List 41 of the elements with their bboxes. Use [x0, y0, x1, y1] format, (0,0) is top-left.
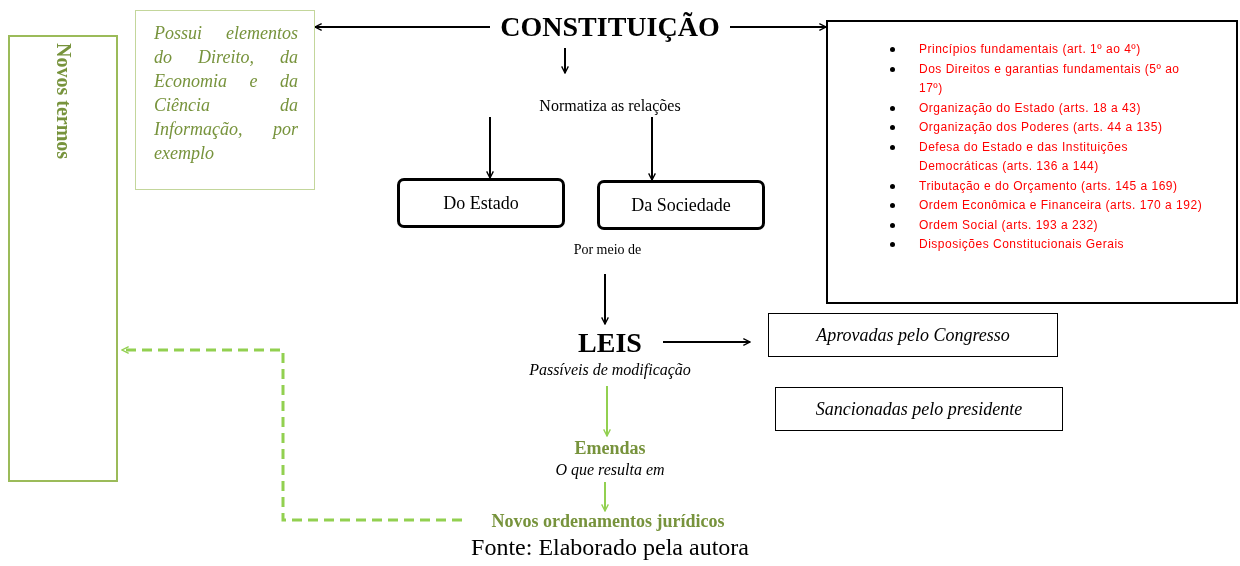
- title-text: CONSTITUIÇÃO: [500, 11, 720, 43]
- list-item: Tributação e do Orçamento (arts. 145 a 169): [919, 177, 1179, 195]
- list-item: Defesa do Estado e das Instituições Democráticas (arts. 136 a 144): [919, 138, 1129, 175]
- list-box: [826, 20, 1238, 304]
- side-box: [8, 35, 118, 482]
- caption: Fonte: Elaborado pela autora: [470, 533, 750, 562]
- dashed-arrow: [121, 346, 462, 522]
- box-label: Aprovadas pelo Congresso: [816, 324, 1010, 346]
- arrow: [314, 23, 491, 31]
- box-label: Sancionadas pelo presidente: [815, 398, 1023, 420]
- box-label: Da Sociedade: [631, 194, 731, 216]
- text-label: Novos ordenamentos jurídicos: [491, 510, 725, 532]
- arrow: [486, 116, 494, 179]
- heading-text: Emendas: [574, 437, 646, 459]
- subtitle-text: O que resulta em: [555, 460, 665, 481]
- arrow: [601, 481, 609, 512]
- list-item: Disposições Constitucionais Gerais: [919, 236, 1126, 253]
- rounded-box: [397, 178, 565, 228]
- arrow: [603, 385, 611, 437]
- text-label: Por meio de: [573, 242, 642, 258]
- arrow: [662, 338, 751, 346]
- list-item: Princípios fundamentais (art. 1º ao 4º): [919, 41, 1142, 58]
- box-label: Do Estado: [443, 192, 519, 214]
- list-item: Ordem Econômica e Financeira (arts. 170 a 192): [919, 197, 1204, 214]
- subtitle-text: Passíveis de modificação: [529, 360, 691, 381]
- vertical-label: Novos termos: [51, 43, 75, 160]
- text-box: [768, 313, 1058, 357]
- arrow: [729, 23, 827, 31]
- text-box: [775, 387, 1063, 431]
- list-item: Dos Direitos e garantias fundamentais (5º ao 17º): [919, 60, 1181, 97]
- heading-text: LEIS: [578, 327, 642, 359]
- arrow: [561, 47, 569, 74]
- list-item: Organização dos Poderes (arts. 44 a 135): [919, 119, 1164, 136]
- note-box: [135, 10, 315, 190]
- text-label: Normatiza as relações: [539, 97, 681, 115]
- arrow: [648, 116, 656, 181]
- list-item: Organização do Estado (arts. 18 a 43): [919, 99, 1142, 117]
- arrow: [601, 273, 609, 325]
- list-item: Ordem Social (arts. 193 a 232): [919, 216, 1100, 234]
- rounded-box: [597, 180, 765, 230]
- box-label: Possui elementos do Direito, da Economia e da Ciência da Informação, por exemplo: [154, 22, 298, 165]
